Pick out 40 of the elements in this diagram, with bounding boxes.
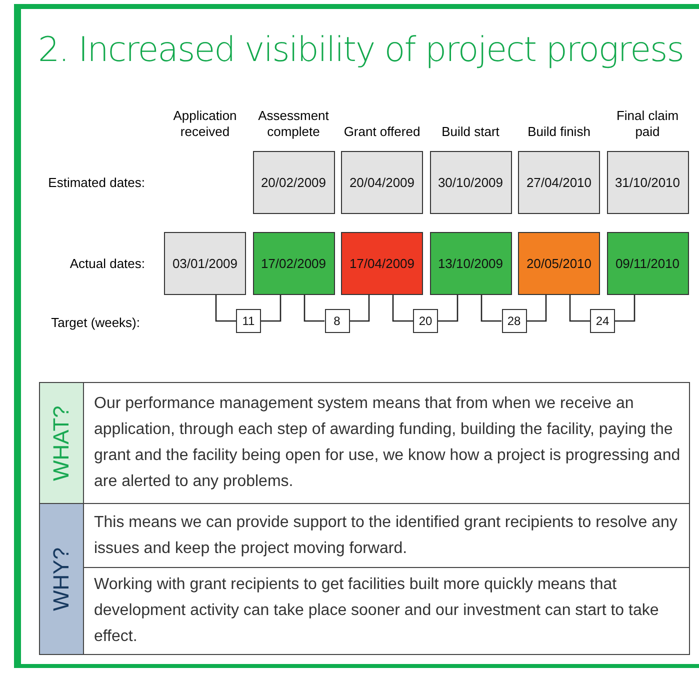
bracket-connector [350,295,370,322]
row-label: Estimated dates: [47,175,145,190]
title: 2. Increased visibility of project progress [38,30,684,70]
date-box: 03/01/2009 [164,232,246,295]
description-paragraph: Our performance management system means that from when we receive an application, through each step of awarding funding, building the facility, paying the grant and the facility being open for use, we know how a project is progressing and are alerted to any problems. [83,382,690,504]
row-label: Target (weeks): [50,315,140,330]
column-heading: Assessment complete [257,107,330,140]
date-box: 20/04/2009 [341,151,423,214]
date-box: 31/10/2010 [606,151,688,214]
target-weeks-box: 20 [413,309,438,333]
column-heading: Build start [440,123,500,140]
bracket-connector [569,295,590,322]
date-box: 27/04/2010 [518,151,600,214]
column-heading: Grant offered [343,123,421,140]
row-label: Actual dates: [68,256,145,271]
bracket-connector [438,295,458,322]
date-box: 13/10/2009 [430,232,512,295]
bracket-connector [480,295,502,322]
bracket-connector [304,295,324,322]
target-weeks-box: 28 [502,309,526,333]
bracket-connector [392,295,413,322]
target-weeks-box: 24 [590,309,615,333]
column-heading: Application received [172,107,238,140]
description-paragraph: Working with grant recipients to get facilities built more quickly means that development activity can take place sooner and our investment can start to take effect. [83,567,690,655]
column-heading: Final claim paid [615,107,680,140]
date-box: 17/02/2009 [252,232,334,295]
bracket-connector [261,295,282,322]
bracket-connector [615,295,636,322]
bracket-connector [215,295,236,322]
date-box: 17/04/2009 [341,232,423,295]
target-weeks-box: 11 [236,309,261,333]
date-box: 20/02/2009 [252,151,334,214]
bracket-connector [526,295,547,322]
row-heading: WHAT? [39,382,84,504]
target-weeks-box: 8 [324,309,350,333]
date-box: 30/10/2009 [430,151,512,214]
row-heading: WHY? [39,503,84,655]
date-box: 20/05/2010 [518,232,600,295]
date-box: 09/11/2010 [606,232,688,295]
column-heading: Build finish [526,123,592,140]
